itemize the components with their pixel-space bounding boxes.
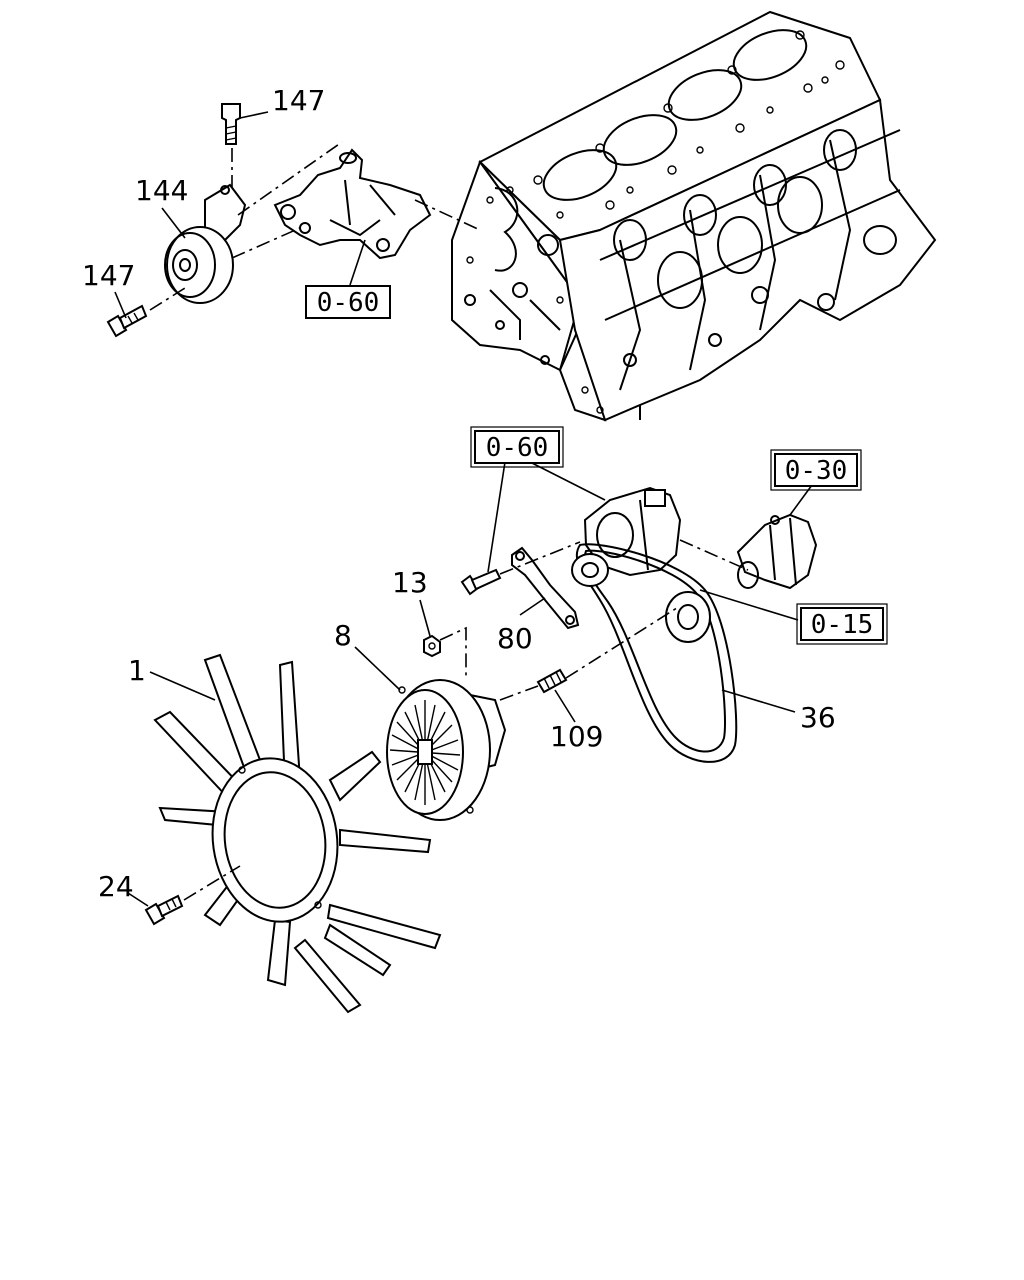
engine-block <box>451 10 937 422</box>
reference-0-15: 0-15 <box>796 603 888 645</box>
nut-13 <box>423 634 441 658</box>
drive-belt <box>571 543 738 763</box>
water-pump <box>736 513 818 590</box>
callout-147-left: 147 <box>82 259 135 292</box>
callout-147-top: 147 <box>272 84 325 117</box>
idler-pulley <box>164 183 247 304</box>
bracket-80 <box>511 546 580 630</box>
callout-13: 13 <box>392 566 428 599</box>
bolt-24 <box>144 865 241 926</box>
bolt-147-left <box>106 304 148 338</box>
callout-8: 8 <box>334 619 352 652</box>
assembly-lines-middle <box>439 539 749 701</box>
callout-labels: 147 144 147 13 8 1 80 109 36 24 <box>82 84 836 903</box>
reference-0-60-top: 0-60 <box>305 285 391 319</box>
callout-36: 36 <box>800 701 836 734</box>
callout-80: 80 <box>497 622 533 655</box>
leader-lines <box>114 111 813 907</box>
reference-0-60-mid: 0-60 <box>470 426 564 468</box>
callout-109: 109 <box>550 720 603 753</box>
stud-109 <box>536 668 568 694</box>
mounting-bracket <box>273 148 432 260</box>
reference-label: 0-15 <box>811 610 874 640</box>
callout-144: 144 <box>135 174 188 207</box>
cooling-fan <box>153 653 442 1014</box>
assembly-lines-top <box>149 141 481 311</box>
bolt-0-60 <box>460 568 502 596</box>
callout-1: 1 <box>128 654 146 687</box>
bolt-147-top <box>221 103 241 145</box>
fan-clutch <box>386 679 507 821</box>
callout-24: 24 <box>98 870 134 903</box>
reference-label: 0-60 <box>317 288 380 318</box>
reference-label: 0-30 <box>785 456 848 486</box>
reference-0-30: 0-30 <box>770 449 862 491</box>
reference-label: 0-60 <box>486 433 549 463</box>
